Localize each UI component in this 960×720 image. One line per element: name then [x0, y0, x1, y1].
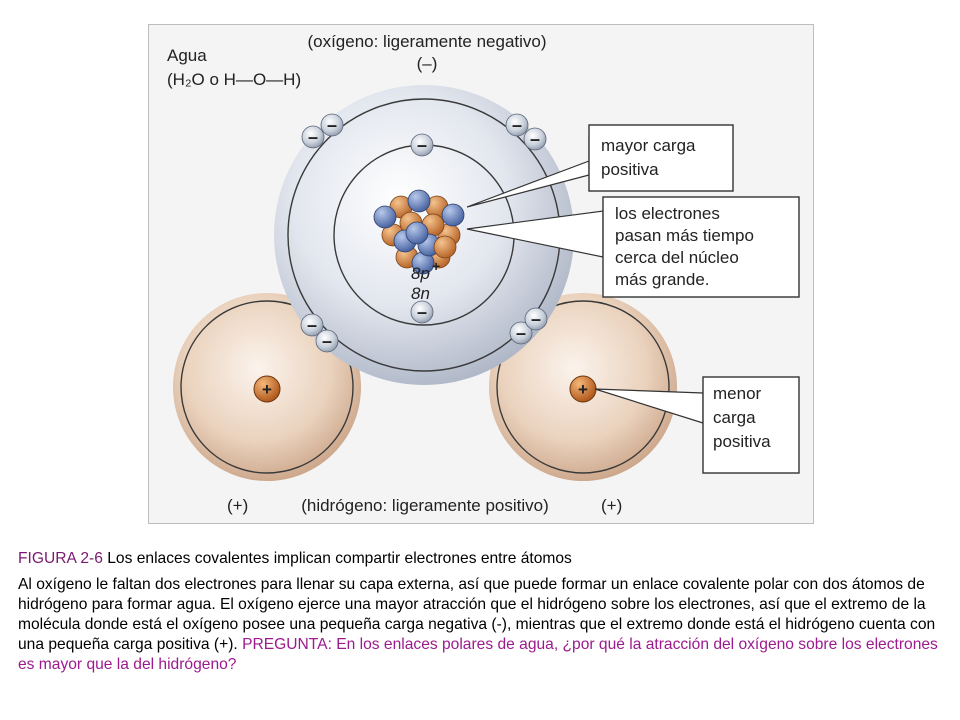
- electron-outer-bottom-left-2: –: [315, 329, 339, 353]
- callout-electrons-line2: pasan más tiempo: [615, 226, 754, 245]
- electron-outer-bottom-right-2: –: [524, 307, 548, 331]
- hydrogen-atom-left: +: [173, 293, 361, 481]
- callout-lesser-line2: carga: [713, 408, 756, 427]
- svg-text:–: –: [417, 302, 427, 322]
- hydrogen-charge-label: (hidrógeno: ligeramente positivo): [301, 496, 549, 515]
- callout-greater-positive-line1: mayor carga: [601, 136, 696, 155]
- hydrogen-left-charge: (+): [227, 496, 248, 515]
- svg-text:–: –: [327, 115, 337, 135]
- callout-electrons-line3: cerca del núcleo: [615, 248, 739, 267]
- figure-number: FIGURA 2-6: [18, 550, 103, 567]
- svg-text:–: –: [417, 135, 427, 155]
- caption-title: Los enlaces covalentes implican comparti…: [102, 550, 572, 567]
- electron-outer-top-left-1: –: [301, 125, 325, 149]
- svg-text:–: –: [531, 309, 541, 329]
- callout-lesser-line3: positiva: [713, 432, 771, 451]
- caption-question: PREGUNTA: En los enlaces polares de agua…: [18, 636, 938, 673]
- callout-lesser-line1: menor: [713, 384, 762, 403]
- caption-heading: FIGURA 2-6 Los enlaces covalentes implic…: [18, 549, 938, 569]
- water-molecule-diagram: + +: [167, 32, 800, 515]
- electron-outer-bottom-left-1: –: [300, 313, 324, 337]
- callout-greater-positive: mayor carga positiva: [466, 124, 734, 208]
- hydrogen-right-charge: (+): [601, 496, 622, 515]
- electron-outer-bottom-right-1: –: [509, 321, 533, 345]
- electron-inner-bottom: –: [410, 300, 434, 324]
- hydrogen-nucleus-left: [253, 375, 281, 403]
- svg-text:–: –: [512, 115, 522, 135]
- hydrogen-atom-right: +: [489, 293, 677, 481]
- svg-text:–: –: [307, 315, 317, 335]
- caption-body: Al oxígeno le faltan dos electrones para…: [18, 575, 938, 675]
- svg-text:–: –: [322, 331, 332, 351]
- oxygen-charge-label: (oxígeno: ligeramente negativo): [307, 32, 546, 51]
- figure-caption: FIGURA 2-6 Los enlaces covalentes implic…: [18, 549, 938, 675]
- hydrogen-proton-symbol: +: [578, 380, 588, 399]
- callout-electrons-time: los electrones pasan más tiempo cerca de…: [466, 196, 800, 298]
- figure-panel: + +: [148, 24, 814, 524]
- oxygen-charge-symbol: (–): [417, 54, 438, 73]
- svg-text:–: –: [308, 127, 318, 147]
- electron-inner-top: –: [410, 133, 434, 157]
- svg-text:–: –: [516, 323, 526, 343]
- callout-electrons-line4: más grande.: [615, 270, 710, 289]
- electron-outer-top-left-2: –: [320, 113, 344, 137]
- callout-lesser-positive: menor carga positiva: [594, 376, 800, 474]
- svg-text:–: –: [530, 129, 540, 149]
- electron-outer-top-right-1: –: [505, 113, 529, 137]
- callout-greater-positive-line2: positiva: [601, 160, 659, 179]
- oxygen-nucleus: [373, 189, 465, 275]
- water-title: Agua: [167, 46, 207, 65]
- water-formula: (H₂O o H—O—H): [167, 70, 301, 89]
- callout-electrons-line1: los electrones: [615, 204, 720, 223]
- hydrogen-proton-symbol: +: [262, 380, 272, 399]
- protons-plus-label: +: [432, 258, 440, 274]
- neutrons-label: 8n: [411, 284, 430, 303]
- electron-outer-top-right-2: –: [523, 127, 547, 151]
- protons-label: 8p: [411, 264, 430, 283]
- caption-body-text: Al oxígeno le faltan dos electrones para…: [18, 576, 936, 653]
